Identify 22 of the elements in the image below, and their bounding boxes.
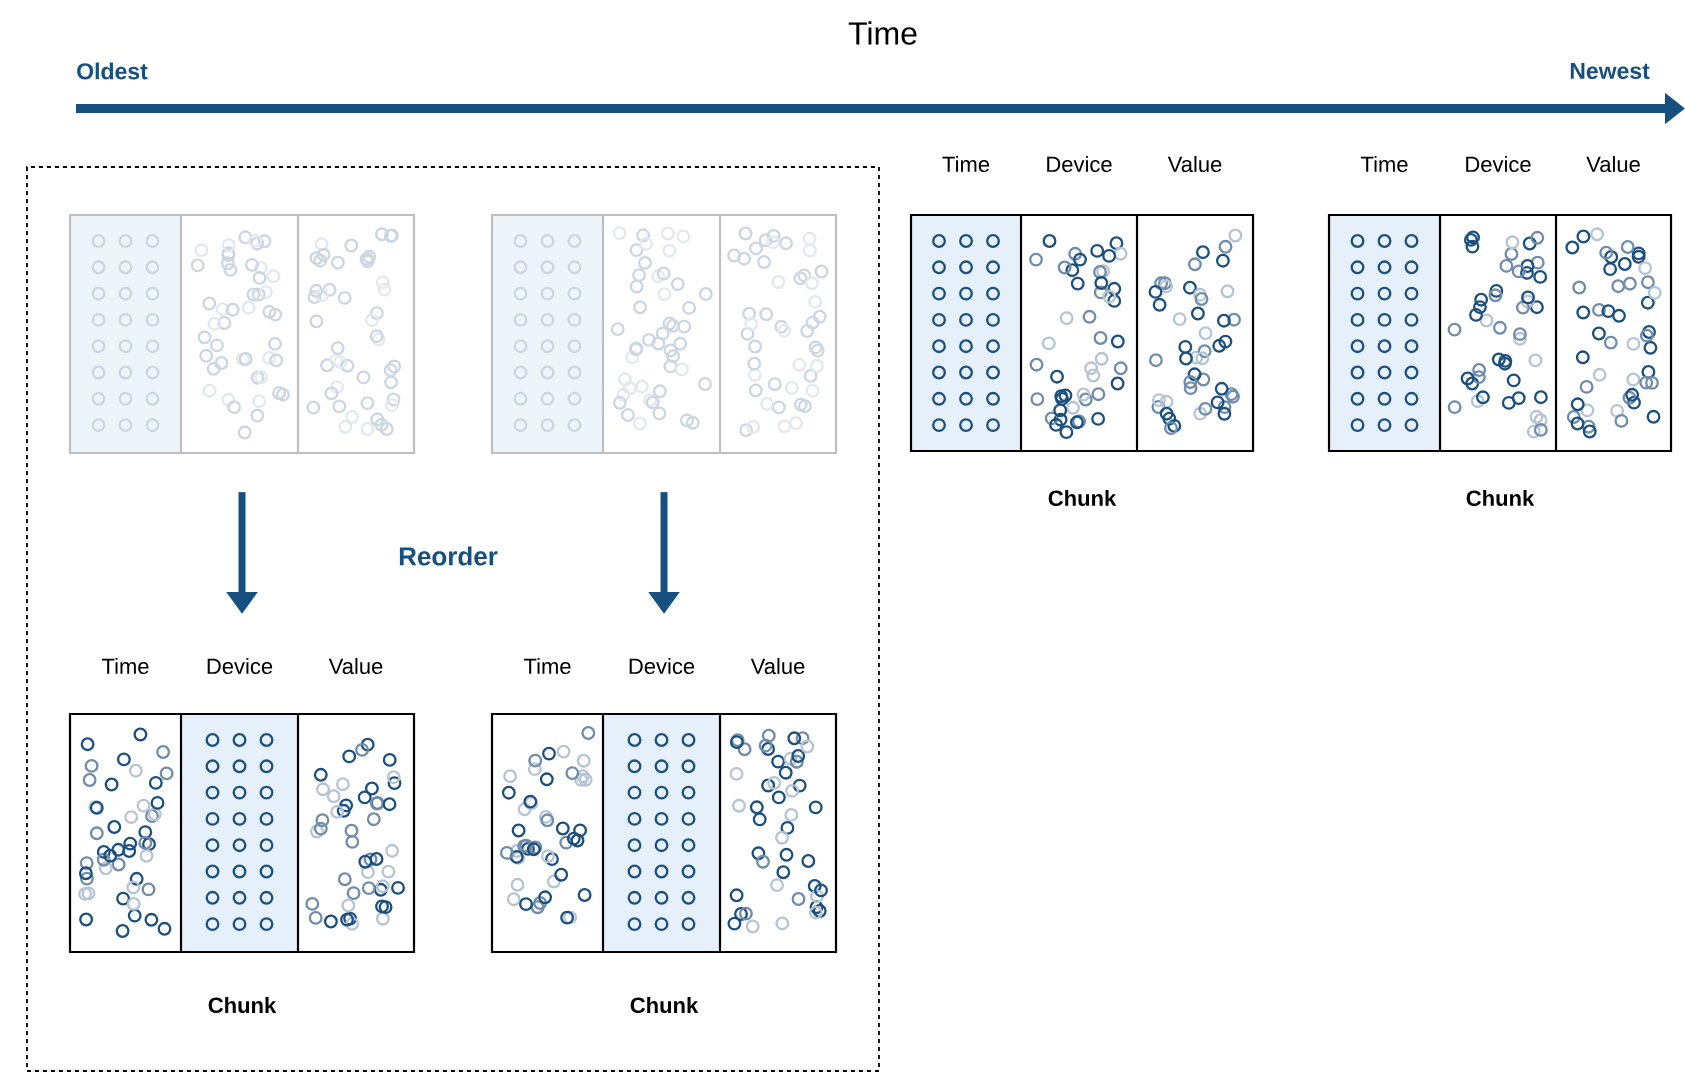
column-header: Device	[1047, 155, 1112, 173]
axis-title: Time	[848, 21, 917, 45]
column-header: Time	[1361, 155, 1408, 173]
column-header: Device	[1466, 155, 1531, 173]
axis-end-label: Oldest	[77, 62, 148, 80]
chunk-caption: Chunk	[1048, 489, 1117, 507]
step-label: Reorder	[399, 546, 498, 566]
column-header: Time	[524, 657, 571, 675]
column-header: Value	[1167, 155, 1222, 173]
column-header: Value	[1586, 155, 1640, 173]
column-header: Time	[101, 657, 149, 675]
axis-end-label: Newest	[1570, 63, 1650, 79]
chunk-table	[68, 213, 416, 455]
column-header: Time	[942, 155, 990, 173]
chunk-table	[490, 213, 838, 455]
chunk-caption: Chunk	[630, 996, 699, 1014]
chunk-caption: Chunk	[1466, 489, 1535, 507]
column-header: Value	[750, 657, 805, 675]
column-header: Device	[207, 657, 273, 675]
column-header: Device	[629, 657, 695, 675]
column-header: Value	[328, 657, 383, 675]
chunk-caption: Chunk	[208, 996, 277, 1014]
